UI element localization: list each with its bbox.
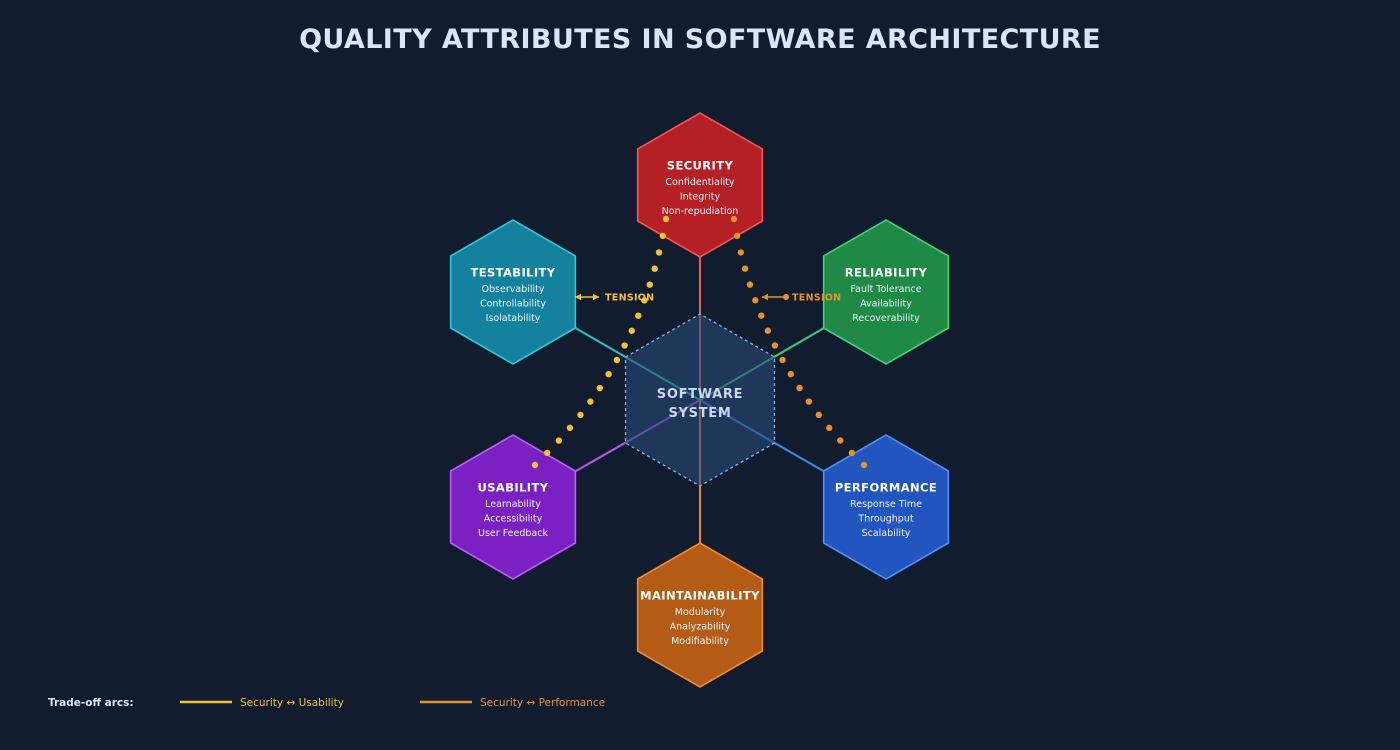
arc-security-performance bbox=[730, 215, 868, 469]
core-label-line2: SYSTEM bbox=[668, 406, 731, 421]
arc-dot bbox=[837, 437, 844, 444]
arc-dot bbox=[651, 265, 658, 272]
arc-dot bbox=[635, 312, 642, 319]
core-node[interactable]: SOFTWARE SYSTEM bbox=[624, 313, 776, 487]
node-subitem: Scalability bbox=[862, 528, 911, 539]
arc-dot bbox=[544, 449, 551, 457]
hexagon-shape[interactable] bbox=[449, 219, 577, 365]
tradeoff-arcs bbox=[531, 215, 868, 469]
node-subitem: Availability bbox=[860, 299, 912, 310]
legend: Trade-off arcs: Security ↔ Usability Secur… bbox=[48, 697, 605, 709]
node-subitem: Modifiability bbox=[671, 636, 729, 647]
hexagon-shape[interactable] bbox=[636, 112, 764, 258]
arc-dot bbox=[805, 398, 813, 405]
arc-dot bbox=[848, 449, 856, 457]
arc-dot bbox=[730, 215, 738, 223]
arc-dot bbox=[733, 232, 741, 240]
node-subitem: Isolatability bbox=[486, 313, 541, 324]
tension-arrowhead-left bbox=[762, 293, 768, 301]
node-title: TESTABILITY bbox=[470, 265, 555, 279]
arc-dot bbox=[796, 384, 803, 392]
arc-dot bbox=[758, 312, 765, 319]
arc-dot bbox=[737, 249, 745, 256]
arc-dot bbox=[641, 297, 648, 304]
legend-item-1[interactable]: Security ↔ Usability bbox=[180, 697, 344, 709]
arc-dot bbox=[787, 370, 794, 378]
node-reliability[interactable]: RELIABILITY Fault ToleranceAvailabilityRe… bbox=[822, 219, 950, 365]
arc-dot bbox=[613, 356, 621, 364]
arc-dot bbox=[621, 342, 628, 349]
attribute-nodes: SECURITY ConfidentialityIntegrityNon-repu… bbox=[449, 112, 950, 688]
node-subitem: Accessibility bbox=[484, 514, 543, 525]
arc-dot bbox=[605, 370, 612, 378]
node-title: RELIABILITY bbox=[845, 265, 928, 279]
legend-label: Security ↔ Performance bbox=[480, 697, 605, 709]
arc-dot bbox=[779, 356, 786, 364]
arc-dot bbox=[741, 265, 749, 272]
node-performance[interactable]: PERFORMANCE Response TimeThroughputScalab… bbox=[822, 434, 950, 580]
arc-dot bbox=[746, 281, 754, 288]
node-subitem: User Feedback bbox=[478, 528, 548, 539]
arc-dot bbox=[555, 437, 563, 444]
arc-dot bbox=[596, 384, 603, 392]
arc-dot bbox=[764, 327, 772, 334]
node-title: USABILITY bbox=[478, 480, 549, 494]
tension-arrow-dot bbox=[783, 294, 789, 300]
legend-label: Security ↔ Usability bbox=[240, 697, 344, 709]
node-subitem: Observability bbox=[482, 284, 545, 295]
arc-dot bbox=[531, 461, 539, 469]
arc-dot bbox=[860, 461, 868, 469]
hexagon-shape[interactable] bbox=[449, 434, 577, 580]
node-subitem: Fault Tolerance bbox=[850, 284, 921, 295]
node-subitem: Recoverability bbox=[852, 313, 920, 324]
node-subitem: Controllability bbox=[480, 299, 546, 310]
core-hexagon[interactable] bbox=[624, 313, 776, 487]
arc-security-usability bbox=[531, 215, 670, 469]
node-subitem: Analyzability bbox=[670, 622, 731, 633]
arc-dot bbox=[646, 281, 653, 288]
tension-marker-2: TENSION bbox=[762, 293, 841, 304]
tension-marker-1: TENSION bbox=[575, 293, 654, 304]
arc-dot bbox=[826, 424, 833, 432]
arc-dot bbox=[815, 411, 822, 419]
node-subitem: Learnability bbox=[485, 499, 541, 510]
node-title: PERFORMANCE bbox=[835, 480, 937, 494]
arc-dot bbox=[752, 297, 759, 304]
node-subitem: Non-repudiation bbox=[662, 206, 739, 217]
arc-dot bbox=[628, 327, 635, 334]
tension-label: TENSION bbox=[792, 293, 841, 304]
node-testability[interactable]: TESTABILITY ObservabilityControllabilityI… bbox=[449, 219, 577, 365]
arc-dot bbox=[587, 398, 594, 405]
arc-dot bbox=[655, 249, 663, 256]
hexagon-shape[interactable] bbox=[822, 434, 950, 580]
arc-dot bbox=[662, 215, 670, 223]
node-subitem: Modularity bbox=[675, 607, 726, 618]
node-subitem: Throughput bbox=[857, 514, 913, 525]
node-security[interactable]: SECURITY ConfidentialityIntegrityNon-repu… bbox=[636, 112, 764, 258]
node-subitem: Integrity bbox=[680, 192, 721, 203]
node-title: SECURITY bbox=[667, 158, 734, 172]
arc-dot bbox=[771, 342, 779, 349]
hexagon-shape[interactable] bbox=[636, 542, 764, 688]
node-subitem: Response Time bbox=[850, 499, 922, 510]
node-subitem: Confidentiality bbox=[665, 177, 735, 188]
hexagon-shape[interactable] bbox=[822, 219, 950, 365]
tension-annotations: TENSION TENSION bbox=[575, 293, 841, 304]
core-label-line1: SOFTWARE bbox=[657, 387, 743, 402]
arc-dot bbox=[659, 232, 666, 240]
page-title: QUALITY ATTRIBUTES IN SOFTWARE ARCHITECT… bbox=[299, 24, 1101, 55]
node-maintainability[interactable]: MAINTAINABILITY ModularityAnalyzabilityMo… bbox=[636, 542, 764, 688]
arc-dot bbox=[577, 411, 584, 419]
tension-arrowhead-left bbox=[575, 293, 581, 301]
tension-arrowhead-right bbox=[593, 293, 599, 301]
legend-item-2[interactable]: Security ↔ Performance bbox=[420, 697, 605, 709]
node-title: MAINTAINABILITY bbox=[640, 588, 760, 602]
legend-heading: Trade-off arcs: bbox=[48, 697, 134, 709]
arc-dot bbox=[566, 424, 574, 432]
tension-label: TENSION bbox=[605, 293, 654, 304]
